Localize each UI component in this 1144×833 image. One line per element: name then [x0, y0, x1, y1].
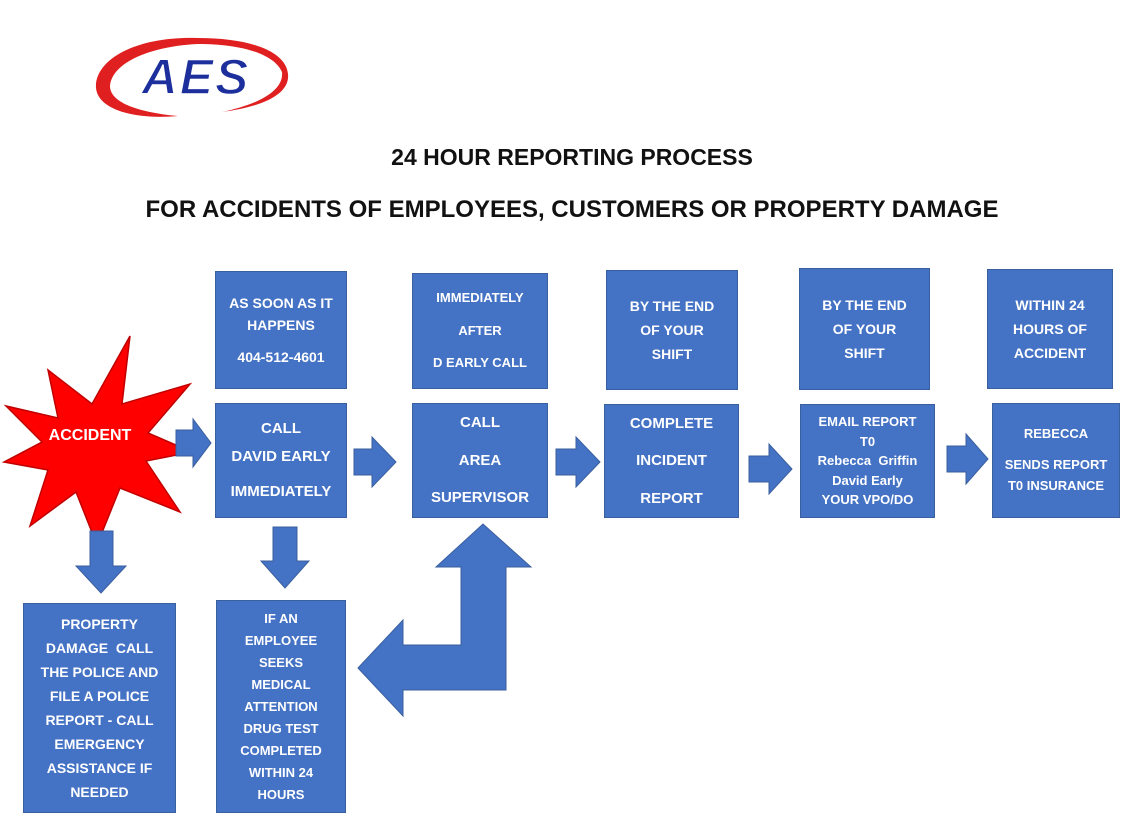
- branch-text: HOURS: [257, 786, 305, 802]
- step-text: IMMEDIATELY: [230, 483, 332, 501]
- branch-text: DAMAGE CALL: [45, 640, 154, 656]
- branch-property-damage: PROPERTY DAMAGE CALL THE POLICE AND FILE…: [23, 603, 176, 813]
- accident-label: ACCIDENT: [49, 427, 132, 444]
- timing-text: SHIFT: [651, 346, 693, 362]
- step-call-david-early: CALL DAVID EARLY IMMEDIATELY: [215, 403, 347, 518]
- arrow-right: [946, 432, 989, 486]
- title-line-2: FOR ACCIDENTS OF EMPLOYEES, CUSTOMERS OR…: [145, 196, 999, 223]
- step-text: SENDS REPORT: [1004, 457, 1108, 473]
- timing-text: OF YOUR: [640, 322, 704, 338]
- step-text: REBECCA: [1023, 426, 1089, 442]
- arrow-right: [748, 442, 793, 496]
- branch-text: THE POLICE AND: [40, 664, 159, 680]
- aes-logo: AES: [95, 37, 289, 117]
- timing-text: IMMEDIATELY: [436, 289, 524, 305]
- timing-box-call-david: AS SOON AS IT HAPPENS 404-512-4601: [215, 271, 347, 389]
- step-text: David Early: [832, 472, 903, 488]
- timing-box-insurance: WITHIN 24 HOURS OF ACCIDENT: [987, 269, 1113, 389]
- timing-text: OF YOUR: [832, 321, 897, 337]
- logo-swoosh: [95, 37, 289, 117]
- step-text: SUPERVISOR: [430, 489, 530, 507]
- timing-box-email-report: BY THE END OF YOUR SHIFT: [799, 268, 930, 390]
- branch-text: EMERGENCY: [54, 736, 145, 752]
- step-text: COMPLETE: [629, 414, 714, 432]
- branch-employee-medical: IF AN EMPLOYEE SEEKS MEDICAL ATTENTION D…: [216, 600, 346, 813]
- timing-text: HAPPENS: [247, 316, 315, 333]
- branch-text: ATTENTION: [244, 698, 318, 714]
- branch-text: EMPLOYEE: [244, 632, 318, 648]
- branch-text: SEEKS: [258, 654, 304, 670]
- step-text: DAVID EARLY: [231, 447, 331, 465]
- branch-text: IF AN: [264, 610, 298, 626]
- step-text: T0 INSURANCE: [1007, 477, 1105, 493]
- timing-text: BY THE END: [822, 297, 907, 313]
- timing-text: ACCIDENT: [1013, 345, 1087, 361]
- step-text: T0: [859, 433, 876, 449]
- logo-text: AES: [140, 49, 251, 105]
- timing-text: SHIFT: [844, 345, 885, 361]
- timing-box-incident-report: BY THE END OF YOUR SHIFT: [606, 270, 738, 390]
- step-text: YOUR VPO/DO: [821, 492, 914, 508]
- timing-text: AFTER: [458, 322, 502, 338]
- branch-text: REPORT - CALL: [45, 712, 154, 728]
- step-text: Rebecca Griffin: [817, 453, 918, 469]
- timing-text: D EARLY CALL: [433, 355, 527, 371]
- arrow-right: [555, 435, 601, 489]
- step-complete-incident-report: COMPLETE INCIDENT REPORT: [604, 404, 739, 518]
- branch-text: ASSISTANCE IF: [46, 760, 153, 776]
- timing-text: AS SOON AS IT: [229, 294, 333, 311]
- timing-text: WITHIN 24: [1015, 297, 1085, 313]
- timing-box-call-supervisor: IMMEDIATELY AFTER D EARLY CALL: [412, 273, 548, 389]
- step-call-area-supervisor: CALL AREA SUPERVISOR: [412, 403, 548, 518]
- title-line-1: 24 HOUR REPORTING PROCESS: [391, 144, 753, 170]
- arrow-down: [259, 526, 311, 589]
- step-text: REPORT: [640, 489, 703, 507]
- branch-text: DRUG TEST: [243, 720, 319, 736]
- timing-text: HOURS OF: [1013, 321, 1087, 337]
- branch-text: COMPLETED: [240, 742, 322, 758]
- accident-starburst: ACCIDENT: [1, 335, 195, 548]
- branch-text: FILE A POLICE: [49, 688, 150, 704]
- step-email-report: EMAIL REPORT T0 Rebecca Griffin David Ea…: [800, 404, 935, 518]
- branch-text: WITHIN 24: [248, 764, 314, 780]
- step-text: CALL: [261, 420, 301, 438]
- arrow-bent-return: [357, 523, 533, 718]
- step-rebecca-sends-report: REBECCA SENDS REPORT T0 INSURANCE: [992, 403, 1120, 518]
- step-text: CALL: [460, 414, 500, 432]
- phone-number: 404-512-4601: [237, 349, 325, 366]
- branch-text: MEDICAL: [251, 676, 311, 692]
- branch-text: PROPERTY: [60, 616, 138, 632]
- step-text: AREA: [458, 451, 502, 469]
- timing-text: BY THE END: [629, 298, 715, 314]
- branch-text: NEEDED: [70, 784, 129, 800]
- arrow-right: [353, 435, 397, 489]
- step-text: INCIDENT: [636, 452, 707, 470]
- step-text: EMAIL REPORT: [818, 414, 917, 430]
